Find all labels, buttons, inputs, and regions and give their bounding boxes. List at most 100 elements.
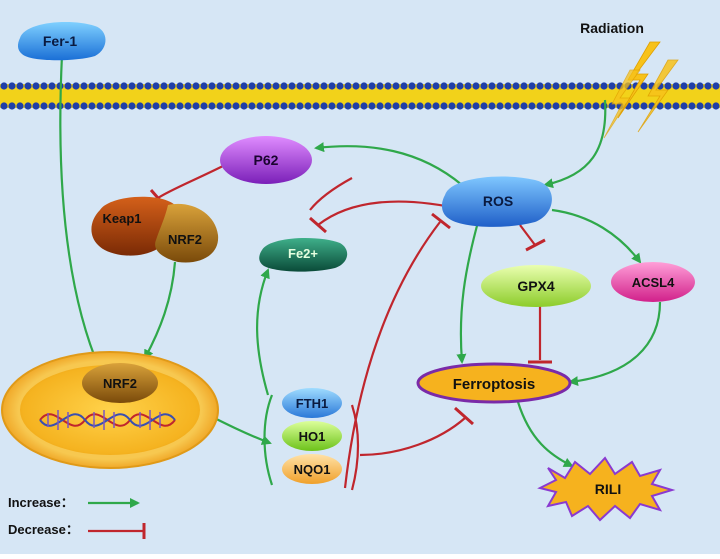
membrane-head-inner: [536, 102, 544, 110]
membrane-head-inner: [24, 102, 32, 110]
membrane-head-inner: [208, 102, 216, 110]
membrane-head-inner: [368, 102, 376, 110]
membrane-head-outer: [696, 82, 704, 90]
edge-fer1-to-nrf2: [59, 54, 102, 372]
membrane-head-outer: [120, 82, 128, 90]
edge-ros-inhibits-fe2-bar: [309, 216, 327, 234]
membrane-head-outer: [496, 82, 504, 90]
membrane-head-inner: [560, 102, 568, 110]
membrane-head-inner: [488, 102, 496, 110]
membrane-head-outer: [544, 82, 552, 90]
ferroptosis-node: Ferroptosis: [416, 362, 572, 404]
membrane-head-inner: [288, 102, 296, 110]
membrane-head-inner: [320, 102, 328, 110]
acsl4-label: ACSL4: [632, 275, 675, 290]
gpx4-label: GPX4: [517, 278, 555, 294]
membrane-head-outer: [176, 82, 184, 90]
membrane-head-inner: [712, 102, 720, 110]
legend: Increase： Decrease：: [8, 495, 146, 539]
fer1-label: Fer-1: [43, 33, 77, 49]
membrane-head-inner: [80, 102, 88, 110]
membrane-head-outer: [224, 82, 232, 90]
membrane-head-outer: [232, 82, 240, 90]
membrane-head-inner: [112, 102, 120, 110]
membrane-head-outer: [320, 82, 328, 90]
membrane-head-outer: [560, 82, 568, 90]
edge-nqo1-inhibits-ros: [343, 221, 441, 489]
fe2-label: Fe2+: [288, 246, 318, 261]
membrane-head-outer: [576, 82, 584, 90]
membrane-head-inner: [664, 102, 672, 110]
membrane-head-outer: [384, 82, 392, 90]
membrane-head-outer: [672, 82, 680, 90]
membrane-head-inner: [216, 102, 224, 110]
membrane-head-outer: [536, 82, 544, 90]
ho1-label: HO1: [299, 429, 326, 444]
membrane-head-outer: [248, 82, 256, 90]
membrane-head-outer: [528, 82, 536, 90]
membrane-head-inner: [704, 102, 712, 110]
membrane-head-outer: [184, 82, 192, 90]
membrane-head-inner: [104, 102, 112, 110]
membrane-head-inner: [456, 102, 464, 110]
edge-p62-inhibits-keap1: [157, 164, 226, 199]
membrane-head-inner: [512, 102, 520, 110]
membrane-head-inner: [256, 102, 264, 110]
membrane-head-inner: [144, 102, 152, 110]
membrane-head-inner: [392, 102, 400, 110]
membrane-head-inner: [448, 102, 456, 110]
membrane-head-outer: [600, 82, 608, 90]
membrane-head-inner: [296, 102, 304, 110]
membrane-head-outer: [216, 82, 224, 90]
membrane-head-inner: [88, 102, 96, 110]
membrane-head-inner: [128, 102, 136, 110]
membrane-head-inner: [264, 102, 272, 110]
membrane-head-outer: [296, 82, 304, 90]
membrane-head-outer: [80, 82, 88, 90]
gpx4-node: GPX4: [481, 265, 591, 307]
membrane-head-inner: [64, 102, 72, 110]
membrane-head-outer: [288, 82, 296, 90]
membrane-head-outer: [640, 82, 648, 90]
edge-ros-inhibits-gpx4-bar: [525, 238, 546, 252]
fth1-label: FTH1: [296, 396, 329, 411]
membrane-head-inner: [568, 102, 576, 110]
membrane-head-outer: [680, 82, 688, 90]
p62-node: P62: [220, 136, 312, 184]
membrane-head-outer: [376, 82, 384, 90]
membrane-head-inner: [408, 102, 416, 110]
membrane-head-outer: [520, 82, 528, 90]
membrane-head-outer: [416, 82, 424, 90]
membrane-head-inner: [464, 102, 472, 110]
nqo1-node: NQO1: [282, 454, 342, 484]
membrane-head-outer: [408, 82, 416, 90]
membrane-head-inner: [16, 102, 24, 110]
membrane-head-outer: [200, 82, 208, 90]
membrane-head-inner: [632, 102, 640, 110]
nrf2-nucleus-label: NRF2: [103, 376, 137, 391]
membrane-head-outer: [464, 82, 472, 90]
membrane-head-inner: [600, 102, 608, 110]
rili-node: RILI: [537, 456, 676, 522]
edge-ros-to-ferroptosis: [456, 221, 480, 364]
membrane-head-inner: [240, 102, 248, 110]
membrane-head-outer: [64, 82, 72, 90]
membrane-head-inner: [640, 102, 648, 110]
membrane-head-outer: [16, 82, 24, 90]
membrane-head-outer: [480, 82, 488, 90]
keap1-label: Keap1: [102, 211, 141, 226]
membrane-head-outer: [312, 82, 320, 90]
membrane-head-inner: [504, 102, 512, 110]
ros-label: ROS: [483, 193, 513, 209]
membrane-head-outer: [584, 82, 592, 90]
membrane-head-outer: [424, 82, 432, 90]
membrane-head-inner: [400, 102, 408, 110]
membrane-head-outer: [96, 82, 104, 90]
membrane-head-inner: [120, 102, 128, 110]
edge-genes-to-fe2: [256, 268, 270, 396]
rili-label: RILI: [595, 481, 621, 497]
nucleus: NRF2: [1, 351, 219, 469]
membrane-head-inner: [96, 102, 104, 110]
membrane-head-inner: [544, 102, 552, 110]
